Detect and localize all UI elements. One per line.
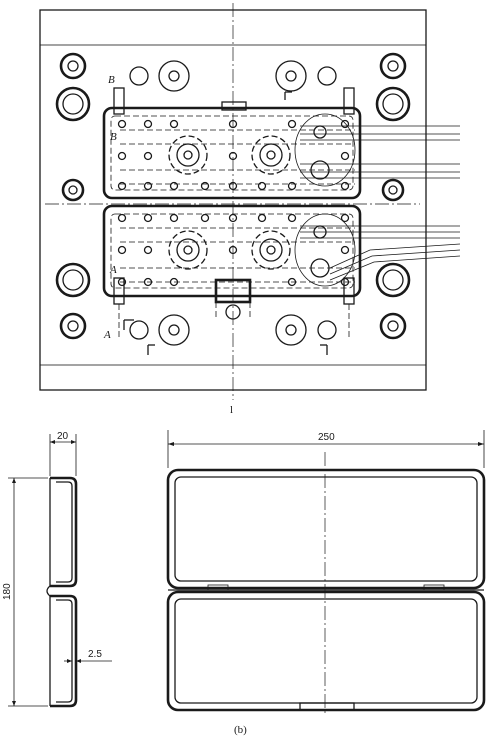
guide-bushing	[375, 262, 411, 298]
section-label-a-bottom: A	[103, 329, 111, 341]
side-view: 20 180 2.5	[2, 431, 112, 708]
side-height-dimension: 180	[2, 583, 13, 600]
figure-caption: (b)	[234, 724, 247, 736]
side-bolt	[61, 178, 85, 202]
hinge-tab-left	[207, 584, 229, 591]
lower-cavity-insert	[102, 204, 362, 298]
guide-bushing	[55, 86, 91, 122]
upper-runner-cutout	[294, 113, 356, 187]
return-pin-row-bottom	[129, 314, 337, 346]
guide-pillar	[59, 312, 87, 340]
section-label-b-mid: B	[110, 131, 117, 143]
cooling-channels	[300, 125, 461, 281]
mold-plan-view: B B A A l	[39, 3, 461, 416]
plan-width-dimension: 250	[318, 432, 335, 443]
guide-pillar	[379, 52, 407, 80]
lower-runner-cutout	[294, 213, 356, 287]
section-label-a-mid: A	[109, 264, 117, 276]
section-label-b-top: B	[108, 74, 115, 86]
sprue-block	[214, 278, 252, 304]
upper-parting-notch	[221, 101, 247, 111]
side-bolt	[381, 178, 405, 202]
guide-pillar	[59, 52, 87, 80]
upper-gate-left	[168, 135, 208, 175]
guide-bushing	[55, 262, 91, 298]
centerline-mark: l	[230, 404, 233, 416]
case-upper-half	[166, 468, 486, 590]
wall-thickness-dimension: 2.5	[88, 649, 102, 660]
latch-tab	[299, 702, 355, 711]
guide-pillar	[379, 312, 407, 340]
upper-ejector-pins	[117, 119, 350, 191]
upper-cavity-insert	[102, 106, 362, 200]
part-plan-view: 250 (b)	[166, 430, 486, 736]
lower-gate-right	[251, 230, 291, 270]
hinge-tab-right	[423, 584, 445, 591]
lower-gate-left	[168, 230, 208, 270]
side-width-dimension: 20	[57, 431, 69, 442]
upper-cavity-outline	[110, 115, 354, 191]
sprue-bushing	[225, 304, 241, 320]
upper-gate-right	[251, 135, 291, 175]
guide-bushing	[375, 86, 411, 122]
case-lower-half	[166, 590, 486, 712]
slider-blocks	[113, 87, 355, 355]
return-pin-row-top	[129, 60, 337, 92]
